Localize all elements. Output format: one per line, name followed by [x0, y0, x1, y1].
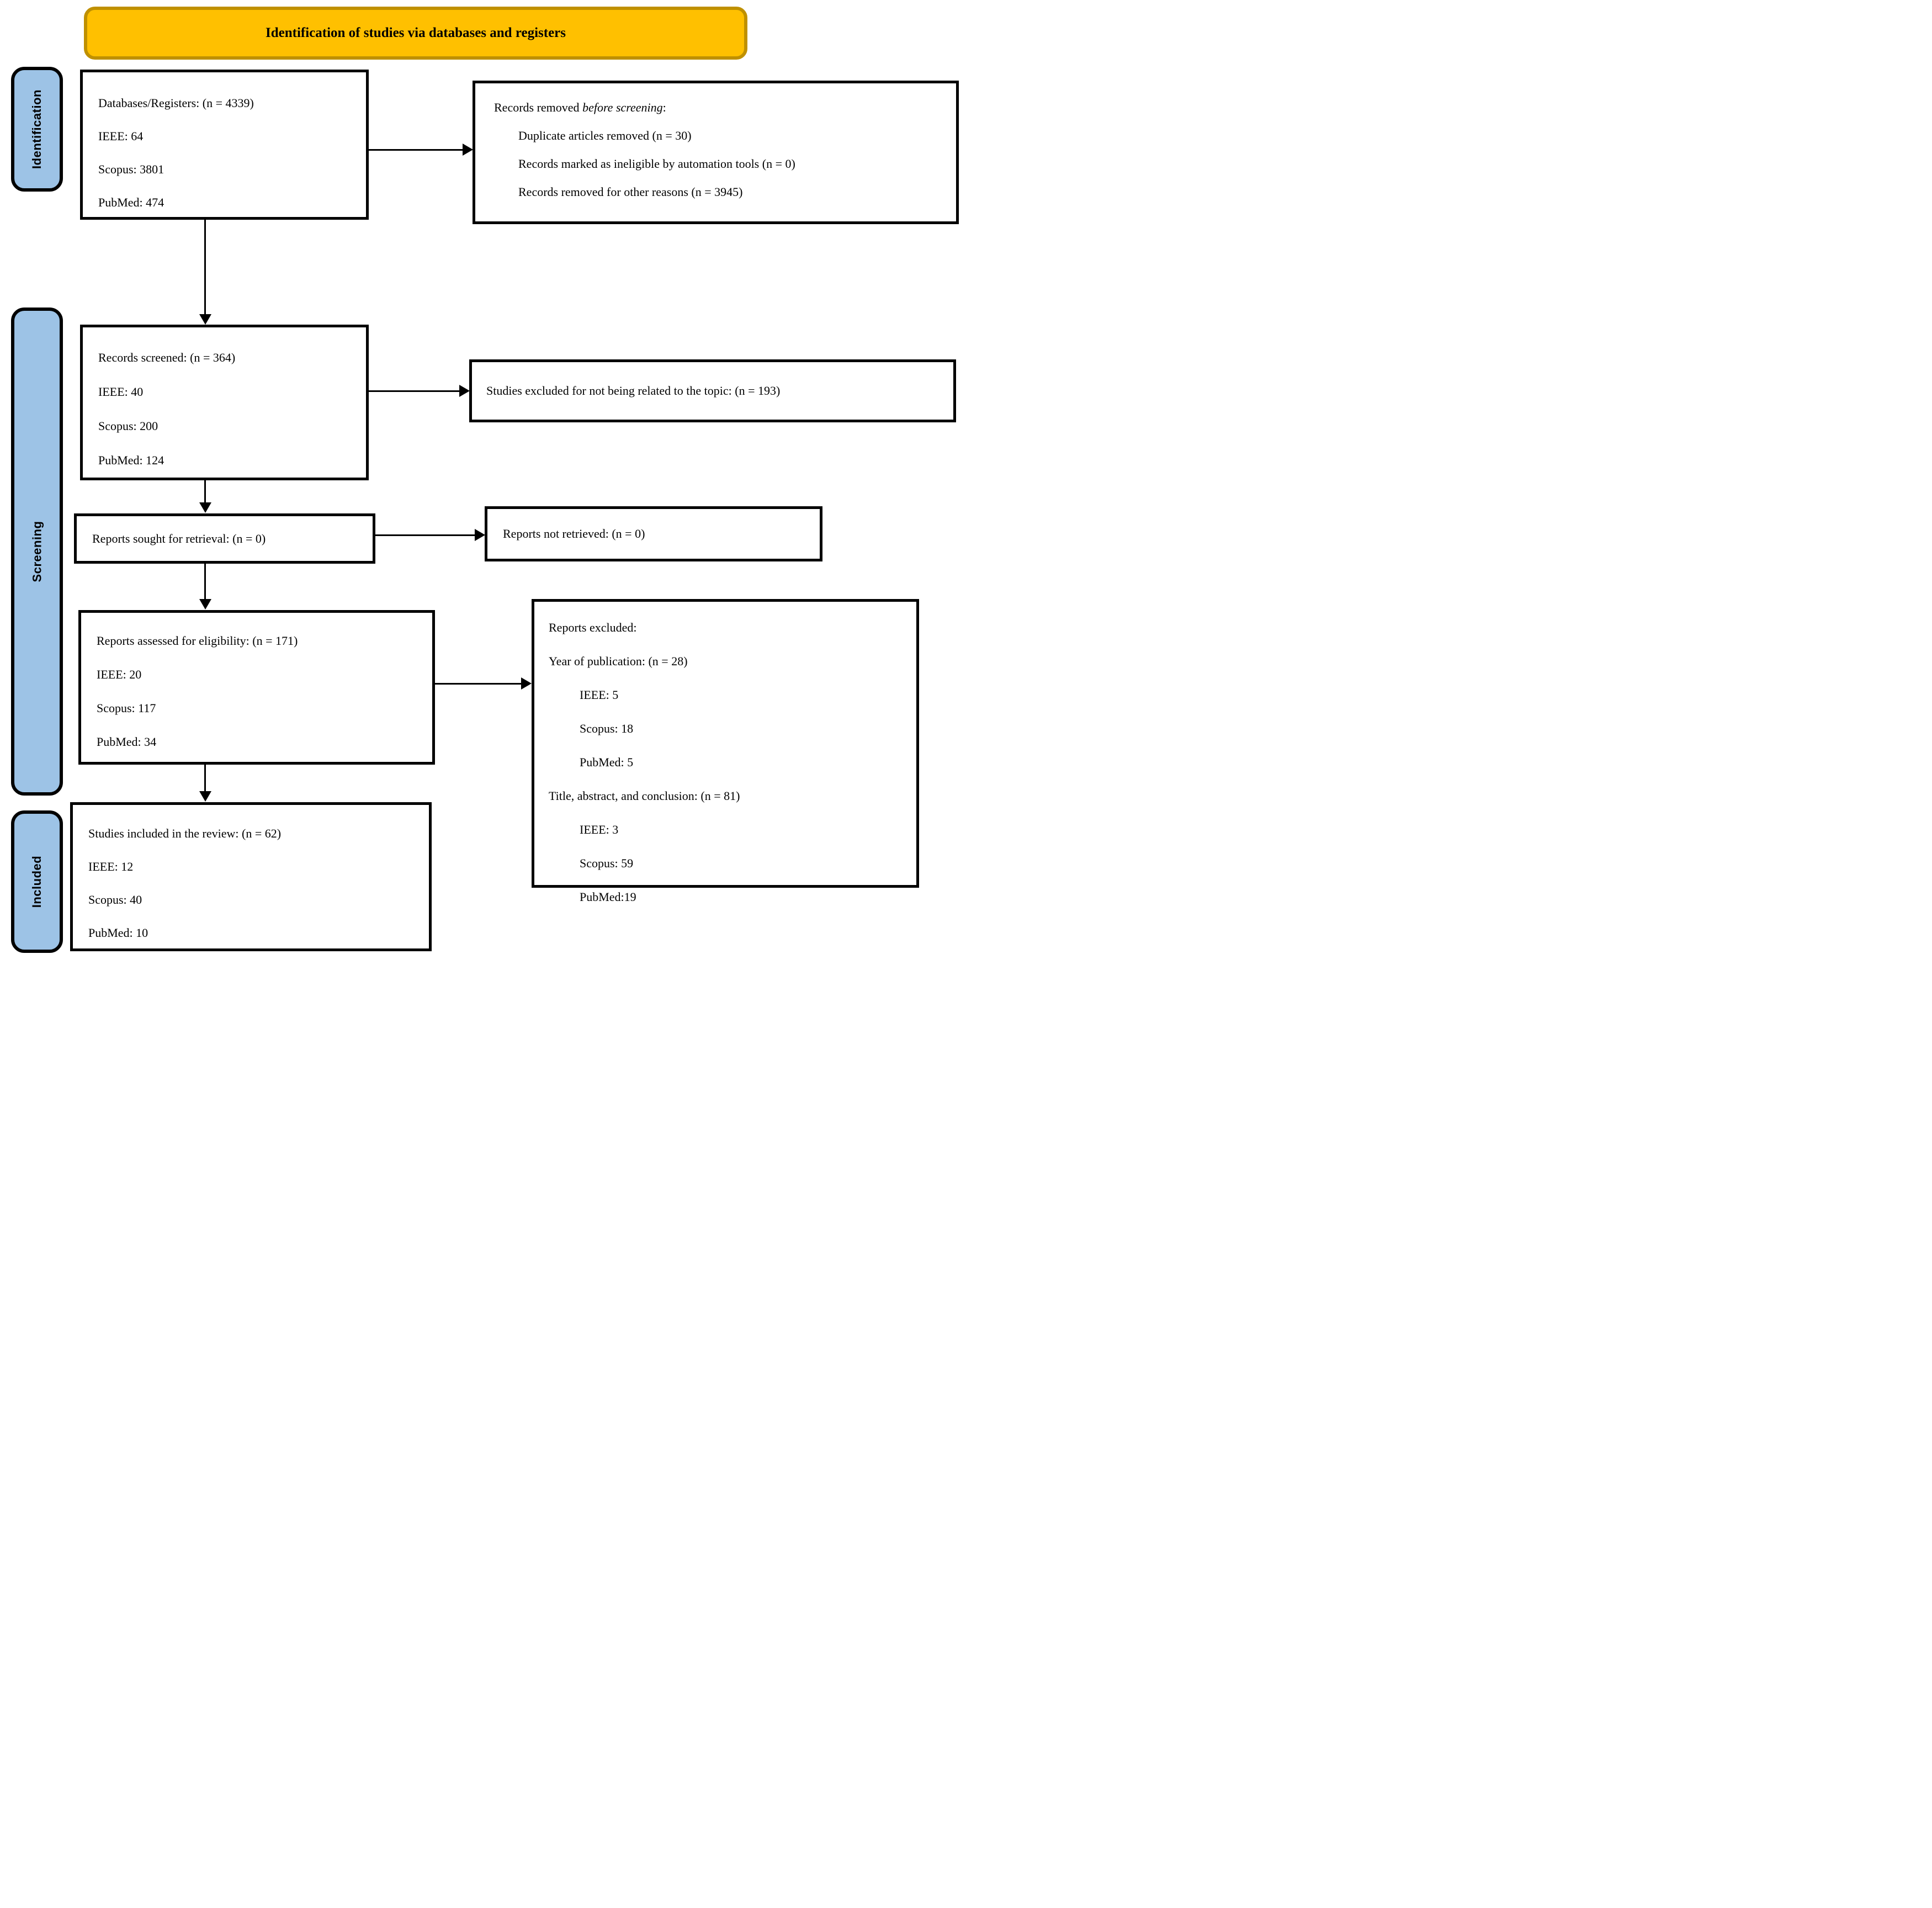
stage-label-identification: Identification: [11, 67, 63, 192]
arrow-sought-to-not-retrieved-head: [475, 529, 485, 541]
reports-sought-text: Reports sought for retrieval: (n = 0): [92, 531, 266, 545]
excluded-title-scopus: Scopus: 59: [580, 856, 634, 870]
box-studies-included: Studies included in the review: (n = 62)…: [70, 802, 432, 951]
arrow-screened-to-excluded-line: [369, 390, 460, 392]
screened-scopus: Scopus: 200: [98, 419, 158, 433]
diagram-title: Identification of studies via databases …: [265, 25, 566, 40]
stage-label-screening-text: Screening: [30, 521, 44, 582]
stage-label-included: Included: [11, 810, 63, 953]
records-removed-heading: Records removed before screening:: [494, 93, 951, 121]
arrow-sought-to-not-retrieved-line: [375, 534, 476, 536]
databases-ieee: IEEE: 64: [98, 129, 144, 143]
arrow-sought-to-assessed-head: [199, 599, 211, 610]
screened-ieee: IEEE: 40: [98, 385, 144, 399]
box-records-screened: Records screened: (n = 364) IEEE: 40 Sco…: [80, 325, 369, 480]
records-removed-heading-colon: :: [662, 100, 666, 114]
excluded-title-heading: Title, abstract, and conclusion: (n = 81…: [549, 789, 740, 803]
arrow-databases-to-removed-head: [463, 144, 473, 156]
box-reports-excluded: Reports excluded: Year of publication: (…: [532, 599, 919, 904]
box-reports-not-retrieved: Reports not retrieved: (n = 0): [485, 506, 822, 561]
assessed-total: Reports assessed for eligibility: (n = 1…: [97, 634, 298, 648]
reports-not-retrieved-text: Reports not retrieved: (n = 0): [503, 527, 645, 540]
assessed-ieee: IEEE: 20: [97, 667, 142, 681]
included-scopus: Scopus: 40: [88, 893, 142, 907]
arrow-screened-to-excluded-head: [459, 385, 470, 397]
box-studies-excluded-topic: Studies excluded for not being related t…: [469, 359, 956, 422]
arrow-screened-to-sought-line: [204, 480, 206, 504]
assessed-pubmed: PubMed: 34: [97, 735, 157, 749]
excluded-title-ieee: IEEE: 3: [580, 823, 619, 836]
excluded-year-scopus: Scopus: 18: [580, 722, 634, 735]
removed-duplicates: Duplicate articles removed (n = 30): [518, 129, 692, 142]
box-reports-assessed: Reports assessed for eligibility: (n = 1…: [78, 610, 435, 765]
included-total: Studies included in the review: (n = 62): [88, 826, 282, 840]
excluded-year-ieee: IEEE: 5: [580, 688, 619, 702]
studies-excluded-topic-text: Studies excluded for not being related t…: [486, 384, 781, 398]
databases-scopus: Scopus: 3801: [98, 162, 164, 176]
box-reports-sought: Reports sought for retrieval: (n = 0): [74, 513, 375, 564]
excluded-year-heading: Year of publication: (n = 28): [549, 654, 688, 668]
diagram-title-banner: Identification of studies via databases …: [84, 7, 747, 60]
databases-pubmed: PubMed: 474: [98, 195, 164, 209]
records-removed-heading-italic: before screening: [582, 100, 663, 114]
arrow-databases-to-removed-line: [369, 149, 464, 151]
excluded-title-pubmed: PubMed:19: [580, 890, 636, 904]
stage-label-screening: Screening: [11, 308, 63, 796]
arrow-assessed-to-included-head: [199, 791, 211, 802]
arrow-assessed-to-excluded-head: [521, 677, 532, 690]
stage-label-included-text: Included: [30, 855, 44, 908]
arrow-assessed-to-excluded-line: [435, 683, 522, 685]
arrow-assessed-to-included-line: [204, 765, 206, 792]
assessed-scopus: Scopus: 117: [97, 701, 156, 715]
prisma-flow-diagram: Identification of studies via databases …: [0, 0, 966, 954]
included-pubmed: PubMed: 10: [88, 926, 148, 940]
arrow-sought-to-assessed-line: [204, 564, 206, 600]
removed-other-reasons: Records removed for other reasons (n = 3…: [518, 185, 743, 199]
removed-automation: Records marked as ineligible by automati…: [518, 157, 795, 171]
arrow-databases-to-screened-line: [204, 220, 206, 316]
records-removed-heading-normal: Records removed: [494, 100, 583, 114]
screened-pubmed: PubMed: 124: [98, 453, 164, 467]
reports-excluded-title: Reports excluded:: [549, 621, 637, 634]
box-records-removed: Records removed before screening: Duplic…: [473, 81, 959, 224]
stage-label-identification-text: Identification: [30, 89, 44, 169]
excluded-year-pubmed: PubMed: 5: [580, 755, 634, 769]
arrow-databases-to-screened-head: [199, 314, 211, 325]
box-databases-registers: Databases/Registers: (n = 4339) IEEE: 64…: [80, 70, 369, 220]
included-ieee: IEEE: 12: [88, 860, 134, 873]
arrow-screened-to-sought-head: [199, 502, 211, 513]
databases-total: Databases/Registers: (n = 4339): [98, 96, 254, 110]
screened-total: Records screened: (n = 364): [98, 351, 236, 364]
